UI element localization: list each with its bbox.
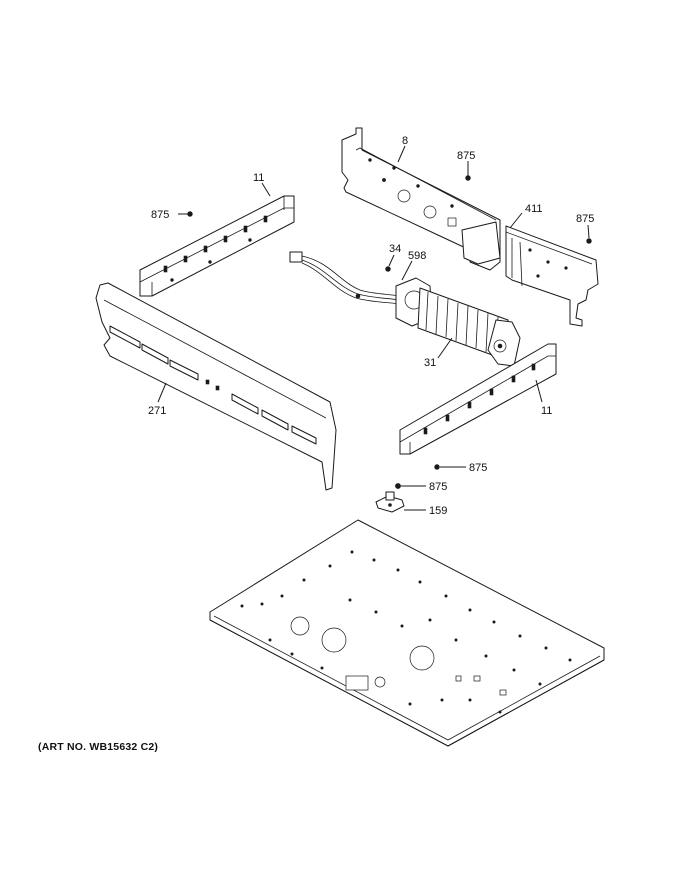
channel-part-11-top: [139, 195, 295, 297]
callout-11-right: 11: [541, 405, 552, 417]
sensor-part-159: [375, 491, 405, 513]
callout-159: 159: [429, 505, 447, 517]
screw-875-right: [586, 238, 592, 244]
trim-panel-part-271: [95, 282, 337, 491]
oven-bottom-panel: [209, 519, 605, 747]
screw-875-top: [465, 175, 471, 181]
wire-harness: [289, 251, 401, 305]
callout-11-top: 11: [253, 172, 264, 184]
channel-part-11-right: [399, 343, 557, 455]
callout-875-sensor: 875: [429, 481, 447, 493]
callout-271: 271: [148, 405, 166, 417]
leader-lines: [157, 145, 590, 511]
callout-411: 411: [525, 203, 543, 215]
bracket-part-411: [505, 225, 599, 327]
callout-875-right: 875: [576, 213, 594, 225]
nut-part-34: [385, 266, 391, 272]
screw-875-sensor: [395, 483, 401, 489]
callout-8: 8: [402, 135, 408, 147]
screw-875-left: [187, 211, 193, 217]
callout-875-left: 875: [151, 209, 169, 221]
callout-34: 34: [389, 243, 401, 255]
rear-panel-part-8: [341, 127, 501, 271]
callout-875-mid: 875: [469, 462, 487, 474]
fan-motor-part-31: [395, 277, 521, 367]
callout-598: 598: [408, 250, 426, 262]
callout-31: 31: [424, 357, 436, 369]
callout-875-top: 875: [457, 150, 475, 162]
screw-875-mid: [434, 464, 440, 470]
art-number-caption: (ART NO. WB15632 C2): [38, 741, 159, 753]
callout-labels: 8 875 411 875 11 875 34 598 31 271 11 87…: [148, 135, 594, 517]
